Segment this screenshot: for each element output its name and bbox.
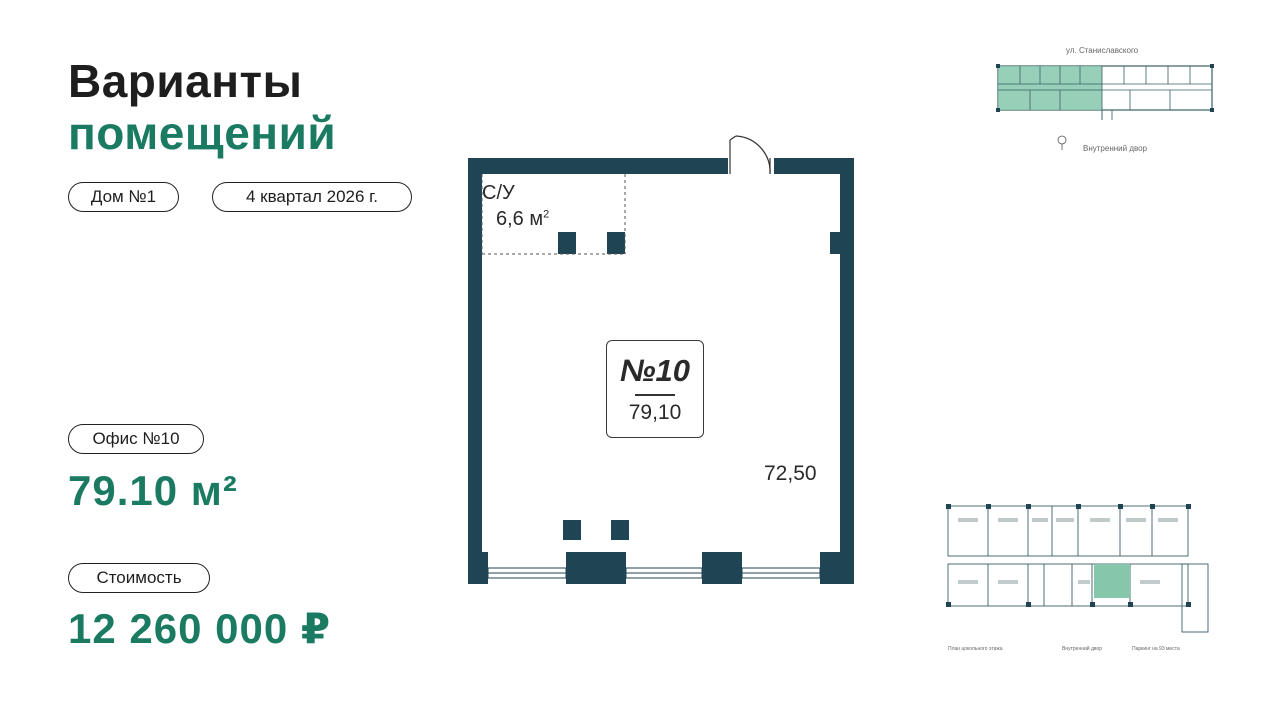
- wall-pier: [468, 552, 488, 584]
- floor-courtyard-label: Внутренний двор: [1062, 646, 1103, 652]
- wall-top-right: [774, 158, 854, 174]
- courtyard-label: Внутренний двор: [1083, 144, 1148, 153]
- column: [830, 232, 840, 254]
- column: [558, 232, 576, 254]
- highlighted-section: [998, 66, 1102, 110]
- office-tag: Офис №10: [68, 424, 204, 454]
- column: [611, 520, 629, 540]
- parking-label: Паркинг на 93 места: [1132, 646, 1180, 652]
- badge-divider: [635, 394, 675, 396]
- column: [607, 232, 625, 254]
- door-swing: [729, 135, 771, 175]
- wall-pier: [820, 552, 854, 584]
- highlighted-unit: [1094, 564, 1130, 598]
- house-tag: Дом №1: [68, 182, 179, 212]
- site-plan-thumbnail: [996, 64, 1214, 150]
- room-total-area: 79,10: [628, 400, 682, 424]
- wall-left: [468, 158, 482, 584]
- wall-pier: [566, 552, 626, 584]
- completion-tag: 4 квартал 2026 г.: [212, 182, 412, 212]
- bathroom-area: 6,6 м2: [496, 208, 550, 230]
- main-room-area: 72,50: [764, 462, 817, 485]
- wall-right: [840, 158, 854, 584]
- price-value: 12 260 000 ₽: [68, 605, 332, 652]
- floor-plan-thumbnail: [946, 504, 1209, 633]
- column: [563, 520, 581, 540]
- street-label: ул. Станиславского: [1066, 46, 1139, 55]
- wall-top-left: [468, 158, 728, 174]
- bathroom-partition: [481, 174, 626, 255]
- wall-pier: [702, 552, 742, 584]
- page-title-line2: помещений: [68, 107, 337, 159]
- tree-icon: [1057, 135, 1067, 150]
- cost-tag: Стоимость: [68, 563, 210, 593]
- bathroom-label: С/У: [482, 182, 515, 204]
- room-badge: №10 79,10: [606, 340, 704, 438]
- basement-plan-label: План цокольного этажа: [948, 646, 1003, 652]
- office-area-value: 79.10 м²: [68, 467, 238, 514]
- room-number: №10: [619, 353, 690, 388]
- page-title-line1: Варианты: [68, 55, 303, 107]
